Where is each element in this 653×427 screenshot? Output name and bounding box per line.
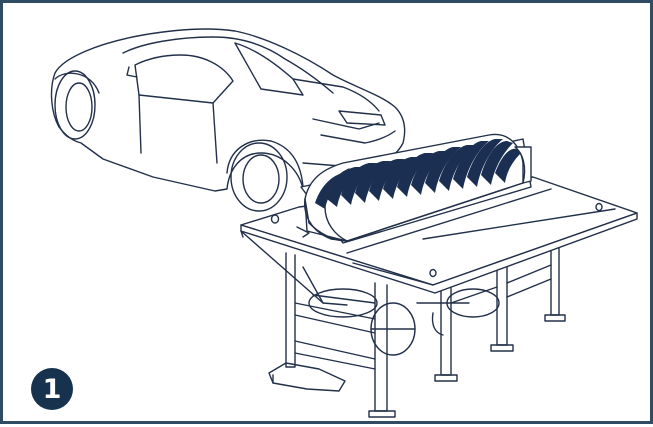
road-blocker-icon <box>240 133 638 418</box>
support-frame <box>268 242 566 418</box>
barrier-blade <box>304 133 532 242</box>
step-number-badge: 1 <box>31 368 73 410</box>
car-outline-icon <box>50 28 406 212</box>
road-blocker-illustration <box>50 28 638 418</box>
